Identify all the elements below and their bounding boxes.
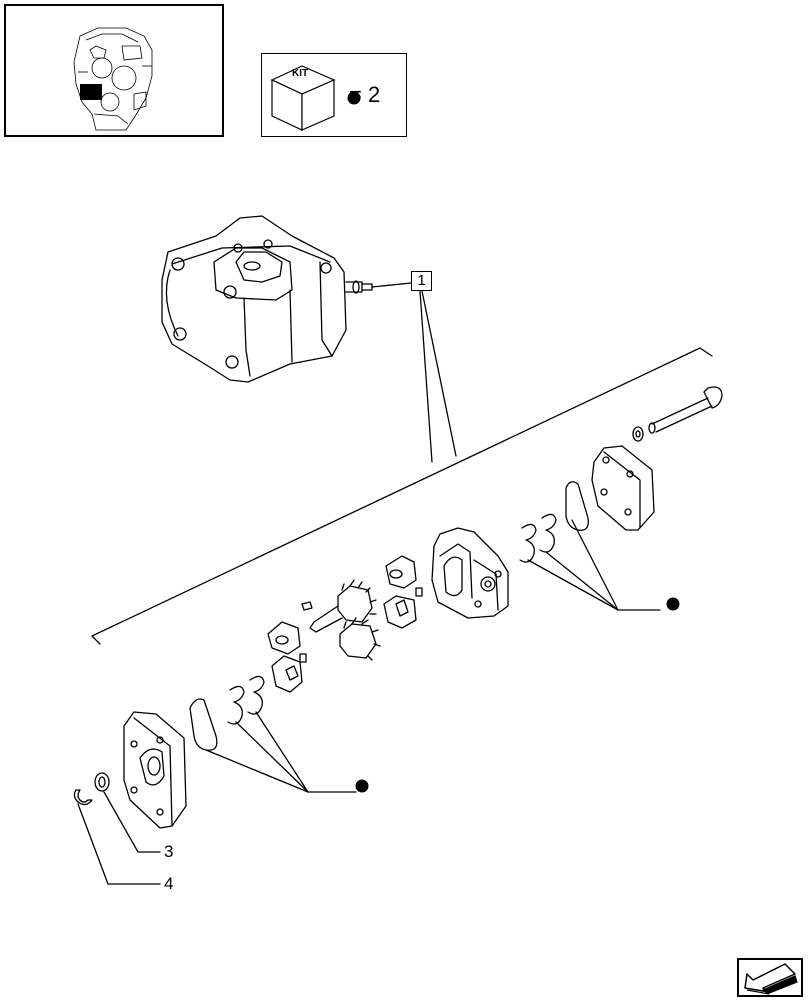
- next-page-arrow-icon: [744, 963, 798, 995]
- kit-legend: [261, 53, 407, 137]
- callout-ref-1: 1: [411, 271, 432, 291]
- bolt-illustration: [648, 386, 723, 434]
- highlight-marker: [80, 84, 102, 100]
- callout-ref-4: 4: [164, 874, 174, 893]
- pump-body-illustration: [431, 527, 509, 619]
- front-cover-illustration: [123, 711, 187, 829]
- kit-bullet-icon: [355, 779, 369, 793]
- engine-thumbnail-frame: [4, 4, 224, 137]
- assembled-pump-illustration: [161, 215, 412, 383]
- kit-box-icon: [270, 65, 361, 131]
- callout-ref-3: 3: [164, 842, 174, 861]
- rear-cover-illustration: [591, 445, 655, 531]
- kit-bullet-icon: [347, 91, 361, 105]
- kit-quantity-text: = 2: [349, 82, 381, 107]
- kit-bullet-icon: [666, 597, 680, 611]
- engine-location-thumbnail-icon: [73, 27, 153, 131]
- drive-gear-illustration: [301, 579, 377, 633]
- kit-label: KIT: [292, 68, 309, 79]
- next-page-button[interactable]: [737, 958, 803, 997]
